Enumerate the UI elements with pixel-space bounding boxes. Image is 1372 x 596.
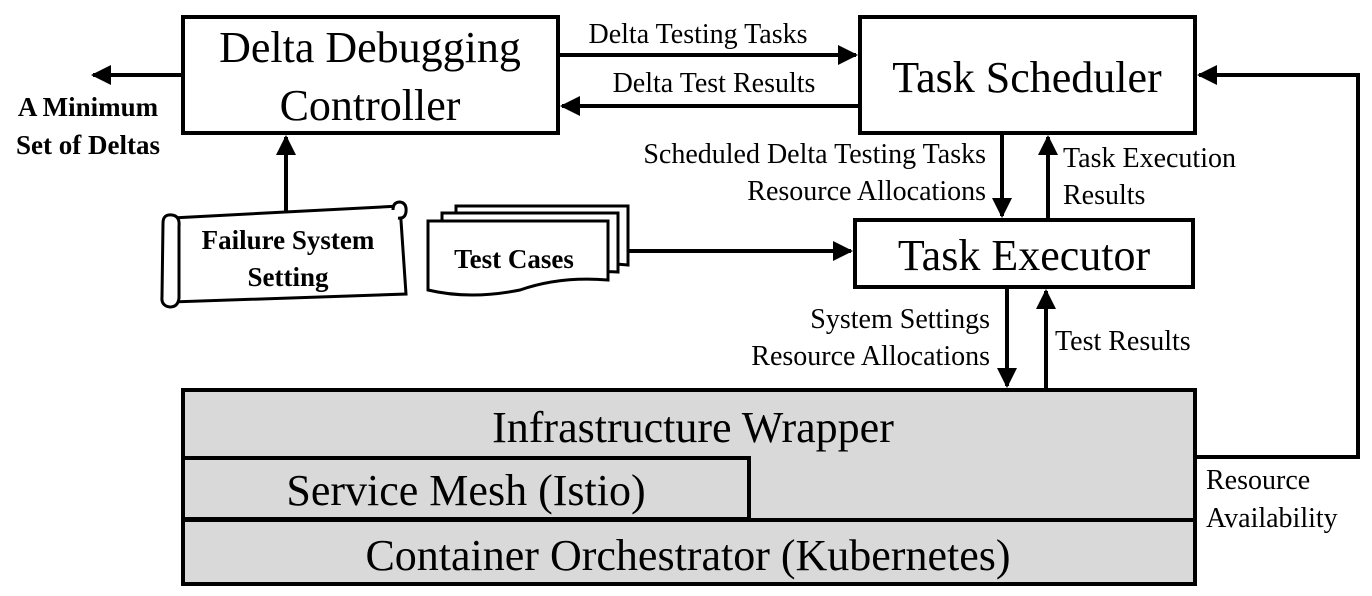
label-resource-availability-line1: Resource [1206, 465, 1310, 496]
label-task-execution-results-line1: Task Execution [1063, 143, 1236, 174]
scheduler-box [858, 15, 1197, 135]
label-task-execution-results-line2: Results [1063, 180, 1145, 211]
controller-title-line2: Controller [280, 81, 461, 130]
container-orchestrator-title: Container Orchestrator (Kubernetes) [365, 531, 1010, 580]
minimum-set-output: A Minimum Set of Deltas [16, 92, 160, 160]
controller-box [181, 15, 560, 135]
failure-system-setting-line1: Failure System [202, 225, 375, 255]
executor-title: Task Executor [898, 231, 1151, 280]
scheduler-title: Task Scheduler [892, 53, 1162, 102]
document-front [426, 219, 610, 297]
output-line1: A Minimum [18, 92, 159, 122]
service-mesh-title: Service Mesh (Istio) [286, 466, 645, 515]
failure-system-setting-scroll: Failure System Setting [160, 200, 408, 309]
label-delta-test-results: Delta Test Results [613, 68, 816, 99]
scroll-left-roll [160, 213, 181, 309]
infrastructure-stack: Infrastructure Wrapper Service Mesh (Ist… [181, 388, 1197, 586]
label-system-settings-line2: Resource Allocations [751, 341, 990, 372]
label-scheduled-tasks-line1: Scheduled Delta Testing Tasks [643, 139, 986, 170]
label-scheduled-tasks-line2: Resource Allocations [747, 176, 986, 207]
task-scheduler-node: Task Scheduler [858, 15, 1197, 135]
failure-system-setting-line2: Setting [248, 262, 330, 292]
executor-box [853, 218, 1195, 289]
infrastructure-wrapper-title: Infrastructure Wrapper [492, 403, 894, 452]
delta-debugging-controller-node: Delta Debugging Controller [181, 15, 560, 135]
output-line2: Set of Deltas [16, 130, 160, 160]
label-system-settings-line1: System Settings [810, 304, 990, 335]
controller-title-line1: Delta Debugging [219, 23, 521, 72]
scroll-right-roll [391, 200, 408, 220]
task-executor-node: Task Executor [853, 218, 1195, 289]
test-cases-label: Test Cases [454, 244, 574, 274]
label-test-results: Test Results [1055, 326, 1191, 357]
label-delta-testing-tasks: Delta Testing Tasks [588, 19, 807, 50]
arrow-resource-availability [1195, 65, 1360, 459]
test-cases-documents: Test Cases [426, 204, 630, 297]
label-resource-availability-line2: Availability [1206, 503, 1338, 534]
